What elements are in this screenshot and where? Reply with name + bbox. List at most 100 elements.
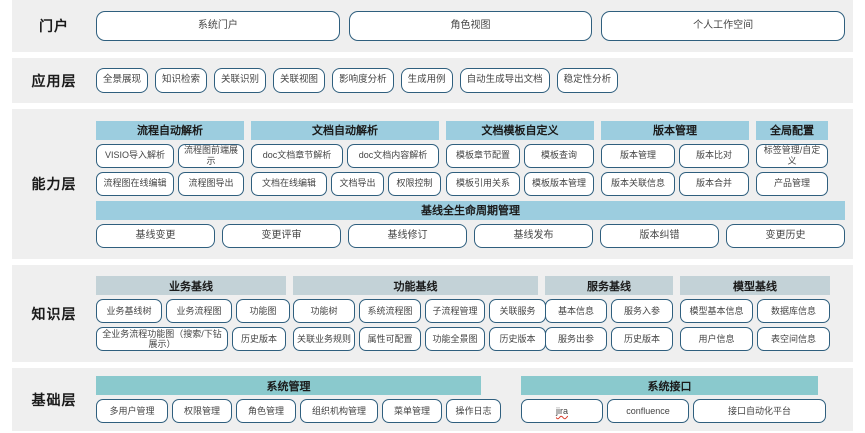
lifecycle-item-1[interactable]: 变更评审	[222, 223, 341, 248]
knowledge-item-1-1-2[interactable]: 功能全景图	[425, 327, 485, 351]
application-item-5[interactable]: 生成用例	[400, 68, 453, 93]
knowledge-group-1-row-1: 关联业务规则属性可配置功能全景图历史版本	[293, 327, 546, 351]
knowledge-item-0-0-2[interactable]: 功能图	[236, 299, 290, 323]
capability-item-0-1-0[interactable]: 流程图在线编辑	[96, 171, 174, 196]
knowledge-item-1-0-1[interactable]: 系统流程图	[359, 299, 421, 323]
capability-item-2-0-1[interactable]: 模板查询	[524, 143, 594, 168]
foundation-group-0-row-0: 多用户管理权限管理角色管理组织机构管理菜单管理操作日志	[96, 399, 501, 423]
knowledge-item-1-0-2[interactable]: 子流程管理	[425, 299, 485, 323]
knowledge-item-1-1-1[interactable]: 属性可配置	[359, 327, 421, 351]
capability-item-2-1-0[interactable]: 模板引用关系	[446, 171, 520, 196]
application-item-list: 全景展现知识检索关联识别关联视图影响度分析生成用例自动生成导出文档稳定性分析	[96, 68, 845, 93]
capability-group-rows-0: VISIO导入解析流程图前端展示流程图在线编辑流程图导出	[96, 143, 244, 196]
portal-item-list: 系统门户角色视图个人工作空间	[96, 11, 846, 41]
portal-item-0[interactable]: 系统门户	[96, 11, 340, 41]
foundation-item-1-0-2[interactable]: 接口自动化平台	[693, 399, 826, 423]
knowledge-item-3-0-0[interactable]: 模型基本信息	[680, 299, 753, 323]
foundation-item-0-0-5[interactable]: 操作日志	[446, 399, 501, 423]
lifecycle-item-5[interactable]: 变更历史	[726, 223, 845, 248]
application-item-7[interactable]: 稳定性分析	[556, 68, 619, 93]
knowledge-item-1-1-3[interactable]: 历史版本	[489, 327, 546, 351]
knowledge-group-title-0: 业务基线	[96, 276, 286, 295]
foundation-item-0-0-0[interactable]: 多用户管理	[96, 399, 168, 423]
application-item-0[interactable]: 全景展现	[96, 68, 149, 93]
capability-item-2-1-1[interactable]: 模板版本管理	[524, 171, 594, 196]
knowledge-item-1-0-0[interactable]: 功能树	[293, 299, 355, 323]
capability-item-3-1-1[interactable]: 版本合并	[679, 171, 749, 196]
capability-group-1-row-1: 文档在线编辑文档导出权限控制	[251, 171, 441, 196]
capability-item-4-0-0[interactable]: 标签管理/自定义	[756, 143, 828, 168]
capability-item-1-0-1[interactable]: doc文档内容解析	[347, 143, 439, 168]
layer-band-application: 应用层 全景展现知识检索关联识别关联视图影响度分析生成用例自动生成导出文档稳定性…	[12, 58, 853, 103]
capability-item-3-1-0[interactable]: 版本关联信息	[601, 171, 675, 196]
knowledge-item-2-1-0[interactable]: 服务出参	[545, 327, 607, 351]
capability-item-0-1-1[interactable]: 流程图导出	[178, 171, 244, 196]
capability-item-3-0-0[interactable]: 版本管理	[601, 143, 675, 168]
portal-item-2[interactable]: 个人工作空间	[601, 11, 846, 41]
knowledge-group-title-3: 模型基线	[680, 276, 830, 295]
knowledge-item-0-1-0[interactable]: 全业务流程功能图（搜索/下钻展示）	[96, 327, 228, 351]
capability-item-1-0-0[interactable]: doc文档章节解析	[251, 143, 343, 168]
lifecycle-item-3[interactable]: 基线发布	[474, 223, 593, 248]
knowledge-item-3-0-1[interactable]: 数据库信息	[757, 299, 830, 323]
knowledge-group-list: 业务基线业务基线树业务流程图功能图全业务流程功能图（搜索/下钻展示）历史版本功能…	[96, 276, 845, 351]
capability-item-1-1-0[interactable]: 文档在线编辑	[251, 171, 327, 196]
foundation-item-0-0-4[interactable]: 菜单管理	[382, 399, 442, 423]
knowledge-group-title-1: 功能基线	[293, 276, 538, 295]
capability-item-1-1-2[interactable]: 权限控制	[388, 171, 441, 196]
capability-item-3-0-1[interactable]: 版本比对	[679, 143, 749, 168]
foundation-item-1-0-1[interactable]: confluence	[607, 399, 689, 423]
foundation-item-0-0-3[interactable]: 组织机构管理	[300, 399, 378, 423]
application-item-2[interactable]: 关联识别	[214, 68, 267, 93]
foundation-item-1-0-0[interactable]: jira	[521, 399, 603, 423]
layer-band-foundation: 基础层 系统管理多用户管理权限管理角色管理组织机构管理菜单管理操作日志 系统接口 j…	[12, 368, 853, 431]
lifecycle-item-0[interactable]: 基线变更	[96, 223, 215, 248]
layer-label-application: 应用层	[31, 72, 77, 89]
capability-item-0-0-1[interactable]: 流程图前端展示	[178, 143, 244, 168]
layer-label-foundation: 基础层	[31, 391, 77, 408]
knowledge-item-1-1-0[interactable]: 关联业务规则	[293, 327, 355, 351]
foundation-item-0-0-2[interactable]: 角色管理	[236, 399, 296, 423]
foundation-group-title-0: 系统管理	[96, 376, 481, 395]
lifecycle-item-2[interactable]: 基线修订	[348, 223, 467, 248]
knowledge-item-2-1-1[interactable]: 历史版本	[611, 327, 673, 351]
application-item-3[interactable]: 关联视图	[273, 68, 326, 93]
capability-group-title-4: 全局配置	[756, 120, 828, 140]
knowledge-group-rows-1: 功能树系统流程图子流程管理关联服务关联业务规则属性可配置功能全景图历史版本	[293, 299, 546, 351]
knowledge-item-0-1-1[interactable]: 历史版本	[232, 327, 286, 351]
layer-band-knowledge: 知识层 业务基线业务基线树业务流程图功能图全业务流程功能图（搜索/下钻展示）历史…	[12, 265, 853, 362]
capability-item-1-1-1[interactable]: 文档导出	[331, 171, 384, 196]
foundation-group-title-1: 系统接口	[521, 376, 818, 395]
capability-group-title-3: 版本管理	[601, 120, 749, 140]
knowledge-group-0: 业务基线业务基线树业务流程图功能图全业务流程功能图（搜索/下钻展示）历史版本	[96, 276, 290, 351]
portal-item-1[interactable]: 角色视图	[348, 11, 593, 41]
capability-item-0-0-0[interactable]: VISIO导入解析	[96, 143, 174, 168]
capability-group-title-1: 文档自动解析	[251, 120, 439, 140]
knowledge-item-3-1-0[interactable]: 用户信息	[680, 327, 753, 351]
baseline-lifecycle-block: 基线全生命周期管理 基线变更变更评审基线修订基线发布版本纠错变更历史	[96, 200, 845, 248]
knowledge-item-0-0-0[interactable]: 业务基线树	[96, 299, 162, 323]
capability-item-2-0-0[interactable]: 模板章节配置	[446, 143, 520, 168]
foundation-item-0-0-1[interactable]: 权限管理	[172, 399, 232, 423]
knowledge-item-3-1-1[interactable]: 表空间信息	[757, 327, 830, 351]
application-item-4[interactable]: 影响度分析	[332, 68, 394, 93]
knowledge-item-2-0-1[interactable]: 服务入参	[611, 299, 673, 323]
knowledge-group-1-row-0: 功能树系统流程图子流程管理关联服务	[293, 299, 546, 323]
knowledge-group-3: 模型基线模型基本信息数据库信息用户信息表空间信息	[680, 276, 830, 351]
knowledge-group-2-row-1: 服务出参历史版本	[545, 327, 673, 351]
capability-item-4-1-0[interactable]: 产品管理	[756, 171, 828, 196]
application-item-6[interactable]: 自动生成导出文档	[459, 68, 550, 93]
knowledge-group-title-2: 服务基线	[545, 276, 673, 295]
knowledge-item-2-0-0[interactable]: 基本信息	[545, 299, 607, 323]
application-item-1[interactable]: 知识检索	[155, 68, 208, 93]
lifecycle-item-4[interactable]: 版本纠错	[600, 223, 719, 248]
knowledge-item-0-0-1[interactable]: 业务流程图	[166, 299, 232, 323]
knowledge-item-1-0-3[interactable]: 关联服务	[489, 299, 546, 323]
